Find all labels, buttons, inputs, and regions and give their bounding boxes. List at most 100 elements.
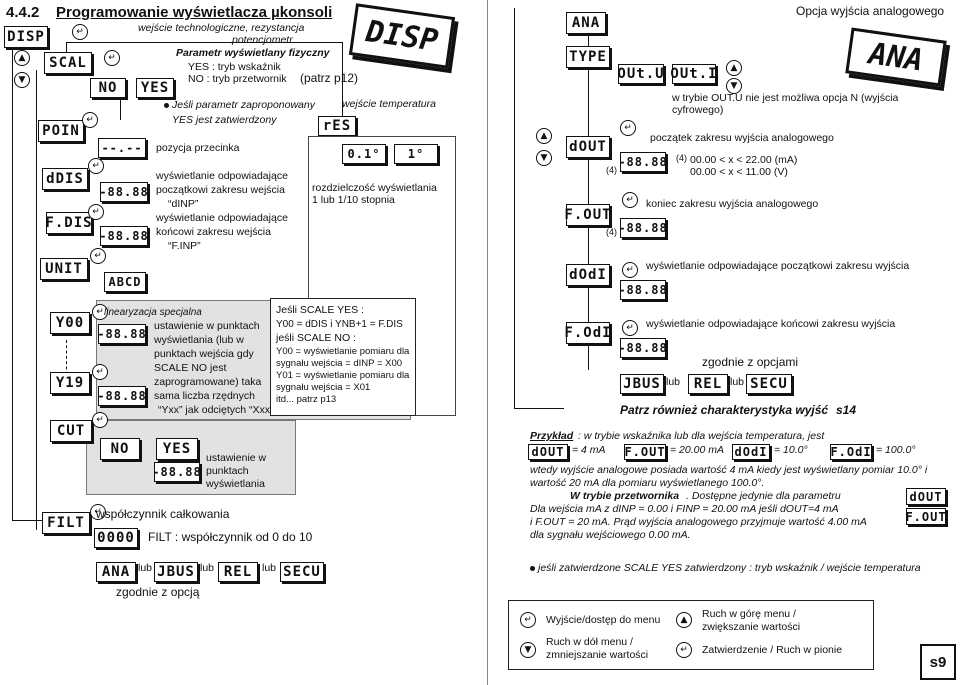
arrow-up-icon: ▲ — [676, 612, 692, 628]
confirm-icon[interactable]: ↵ — [90, 504, 106, 520]
menu-ddis[interactable]: dDIS — [42, 168, 88, 190]
menu-dodl[interactable]: dOdI — [566, 264, 610, 286]
example-key-dout: dOUT — [528, 444, 568, 460]
scale-text-1: Jeśli SCALE YES : — [276, 304, 364, 316]
menu-fout[interactable]: F.OUT — [564, 204, 611, 226]
fdis-text-3: “F.INP” — [168, 240, 201, 252]
example-title: Przykład — [530, 430, 574, 442]
scale-text-7: sygnału wejścia = X01 — [276, 382, 371, 393]
lin-text-2: wyświetlania (lub w — [154, 334, 244, 346]
confirm-icon[interactable]: ↵ — [82, 112, 98, 128]
ddis-text-1: wyświetlanie odpowiadające — [156, 170, 288, 182]
filt-desc: FILT : współczynnik od 0 do 10 — [148, 530, 313, 544]
display-dout-value: -88.88 — [618, 152, 667, 172]
display-rel: REL — [218, 562, 258, 582]
confirm-icon: ↵ — [676, 642, 692, 658]
decimal-text: pozycja przecinka — [156, 142, 240, 154]
if-param-text: Jeśli parametr zaproponowany — [172, 99, 315, 111]
confirm-icon[interactable]: ↵ — [92, 364, 108, 380]
display-res-1: 1° — [394, 144, 438, 164]
menu-cut[interactable]: CUT — [50, 420, 92, 442]
example-line-4-bold: W trybie przetwornika — [570, 490, 680, 502]
legend-up-2: zwiększanie wartości — [702, 621, 801, 633]
display-no: NO — [90, 78, 126, 98]
display-secu: SECU — [280, 562, 324, 582]
lub-text: lub — [666, 376, 681, 388]
confirm-icon[interactable]: ↵ — [622, 320, 638, 336]
scale-text-5: sygnału wejścia = dINP = X00 — [276, 358, 403, 369]
menu-y19[interactable]: Y19 — [50, 372, 90, 394]
by-option-text: zgodnie z opcją — [116, 585, 200, 599]
confirm-icon[interactable]: ↵ — [88, 158, 104, 174]
arrow-up-icon[interactable]: ▲ — [14, 50, 30, 66]
menu-y00[interactable]: Y00 — [50, 312, 90, 334]
inner-flow-line — [36, 70, 37, 530]
example-side-dout: dOUT — [906, 488, 946, 505]
top-link-line — [66, 42, 342, 43]
outu-note-1: w trybie OUT.U nie jest możliwa opcja N … — [672, 92, 899, 104]
example-line-4: . Dostępne jedynie dla parametru — [686, 490, 841, 502]
display-y00-value: -88.88 — [97, 324, 146, 344]
bullet — [164, 103, 169, 108]
menu-unit[interactable]: UNIT — [40, 258, 88, 280]
menu-poin[interactable]: POIN — [38, 120, 84, 142]
cut-text-2: punktach — [206, 465, 249, 477]
lub-text: lub — [200, 562, 215, 574]
lin-text-3: punktach wejścia gdy — [154, 348, 254, 360]
temp-link-line — [342, 42, 343, 117]
legend-confirm: Zatwierdzenie / Ruch w pionie — [702, 644, 843, 656]
confirm-icon[interactable]: ↵ — [72, 24, 88, 40]
scale-yes-note: jeśli zatwierdzone SCALE YES zatwierdzon… — [538, 562, 921, 574]
scale-note-frame — [270, 298, 416, 416]
menu-filt[interactable]: FILT — [42, 512, 90, 534]
display-ddis-value: -88.88 — [99, 182, 148, 202]
confirm-icon[interactable]: ↵ — [620, 120, 636, 136]
arrow-down-icon[interactable]: ▼ — [14, 72, 30, 88]
see-also-text: Patrz również charakterystyka wyjść — [620, 403, 829, 417]
lub-text: lub — [262, 562, 277, 574]
arrow-up-icon[interactable]: ▲ — [726, 60, 742, 76]
footnote-4: (4) — [606, 165, 617, 175]
menu-type[interactable]: TYPE — [566, 46, 610, 68]
example-title-rest: : w trybie wskaźnika lub dla wejścia tem… — [578, 430, 825, 442]
menu-disp[interactable]: DISP — [4, 26, 48, 48]
menu-fdis[interactable]: F.DIS — [45, 212, 92, 234]
menu-fodl[interactable]: F.OdI — [564, 322, 611, 344]
confirm-icon[interactable]: ↵ — [92, 412, 108, 428]
display-fodl-value: -88.88 — [618, 338, 667, 358]
menu-ana[interactable]: ANA — [566, 12, 606, 34]
right-title: Opcja wyjścia analogowego — [796, 4, 945, 18]
display-cut-no: NO — [100, 438, 140, 460]
example-key-fodl: F.OdI — [830, 444, 872, 460]
example-val-fodl: = 100.0° — [876, 444, 916, 456]
example-line-6: i F.OUT = 20 mA. Prąd wyjścia analogoweg… — [530, 516, 867, 528]
range-ma: 00.00 < x < 22.00 (mA) — [690, 154, 798, 166]
fdis-text-2: końcowi zakresu wejścia — [156, 226, 271, 238]
phys-param-text: Parametr wyświetlany fizyczny — [176, 47, 330, 59]
scale-text-6: Y01 = wyświetlanie pomiaru dla — [276, 370, 410, 381]
example-val-fout: = 20.00 mA — [670, 444, 724, 456]
menu-dout[interactable]: dOUT — [566, 136, 610, 158]
legend-access: Wyjście/dostęp do menu — [546, 614, 661, 626]
example-key-dodl: dOdI — [732, 444, 770, 460]
lin-text-5: zaprogramowane) taka — [154, 376, 262, 388]
confirm-icon[interactable]: ↵ — [88, 204, 104, 220]
confirm-icon[interactable]: ↵ — [622, 262, 638, 278]
confirm-icon[interactable]: ↵ — [90, 248, 106, 264]
resolution-text-1: rozdzielczość wyświetlania — [312, 182, 437, 194]
lin-text-7: “Yxx” jak odciętych “Xxx” — [158, 404, 274, 416]
arrow-down-icon[interactable]: ▼ — [536, 150, 552, 166]
arrow-up-icon[interactable]: ▲ — [536, 128, 552, 144]
ddis-text-3: “dINP” — [168, 198, 199, 210]
legend-frame — [508, 600, 874, 670]
arrow-down-icon[interactable]: ▼ — [726, 78, 742, 94]
display-jbus-right: JBUS — [620, 374, 664, 394]
lin-title: linearyzacja specjalna — [104, 307, 202, 318]
display-cut-yes: YES — [156, 438, 198, 460]
confirm-icon[interactable]: ↵ — [104, 50, 120, 66]
temp-input-text: wejście temperatura — [342, 98, 436, 110]
confirm-icon[interactable]: ↵ — [622, 192, 638, 208]
menu-scal[interactable]: SCAL — [44, 52, 92, 74]
confirm-icon[interactable]: ↵ — [92, 304, 108, 320]
yes-confirmed-text: YES jest zatwierdzony — [172, 114, 277, 126]
